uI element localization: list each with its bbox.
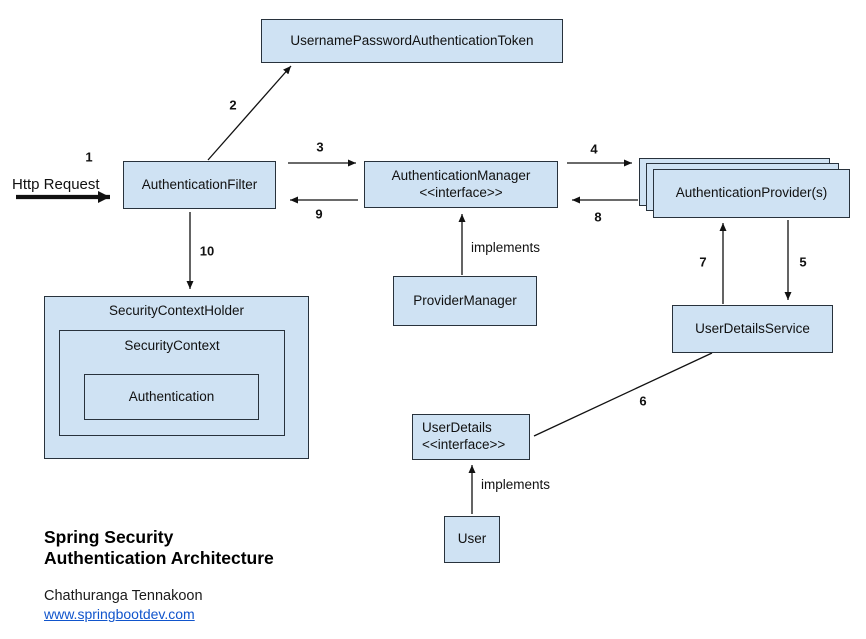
user-details-stereotype: <<interface>> (422, 437, 506, 452)
box-provider-manager: ProviderManager (393, 276, 537, 326)
http-request-label: Http Request (12, 176, 100, 193)
box-authentication-providers: AuthenticationProvider(s) (653, 169, 850, 218)
security-context-label: SecurityContext (124, 338, 220, 353)
box-authentication-manager: AuthenticationManager <<interface>> (364, 161, 558, 208)
implements-label-provider-manager: implements (471, 240, 541, 255)
box-security-context-holder: SecurityContextHolder SecurityContext Au… (44, 296, 309, 459)
box-authentication-filter: AuthenticationFilter (123, 161, 276, 209)
box-user: User (444, 516, 500, 563)
user-label: User (457, 531, 487, 547)
diagram-title-line1: Spring Security (44, 527, 174, 547)
token-label: UsernamePasswordAuthenticationToken (290, 32, 534, 48)
author-name: Chathuranga Tennakoon (44, 588, 203, 604)
authentication-filter-label: AuthenticationFilter (141, 176, 258, 192)
arrow-step-2 (207, 65, 292, 161)
box-authentication: Authentication (84, 374, 259, 420)
authentication-manager-label: AuthenticationManager (391, 167, 531, 183)
authentication-manager-stereotype: <<interface>> (419, 184, 503, 200)
box-username-password-authentication-token: UsernamePasswordAuthenticationToken (261, 19, 563, 63)
authentication-providers-label: AuthenticationProvider(s) (675, 185, 828, 201)
step-number-5: 5 (799, 254, 807, 270)
box-user-details: UserDetails <<interface>> (412, 414, 530, 460)
step-number-1: 1 (85, 149, 93, 165)
step-number-6: 6 (639, 393, 647, 409)
user-details-label: UserDetails (422, 420, 492, 436)
diagram-title: Spring Security Authentication Architect… (44, 527, 274, 569)
implements-label-user: implements (481, 477, 551, 492)
step-number-4: 4 (590, 141, 598, 157)
provider-manager-label: ProviderManager (413, 292, 517, 308)
diagram-title-line2: Authentication Architecture (44, 548, 274, 568)
security-context-holder-label: SecurityContextHolder (108, 303, 245, 318)
user-details-service-label: UserDetailsService (695, 320, 810, 336)
box-security-context: SecurityContext Authentication (59, 330, 285, 436)
box-user-details-service: UserDetailsService (672, 305, 833, 353)
line-step-6 (533, 352, 713, 437)
step-number-7: 7 (699, 254, 707, 270)
step-number-10: 10 (199, 243, 215, 259)
step-number-2: 2 (229, 97, 237, 113)
step-number-9: 9 (315, 206, 323, 222)
authentication-label: Authentication (128, 388, 215, 404)
box-authentication-providers-stack: AuthenticationProvider(s) (639, 158, 851, 219)
step-number-8: 8 (594, 209, 602, 225)
step-number-3: 3 (316, 139, 324, 155)
website-link[interactable]: www.springbootdev.com (44, 606, 195, 622)
